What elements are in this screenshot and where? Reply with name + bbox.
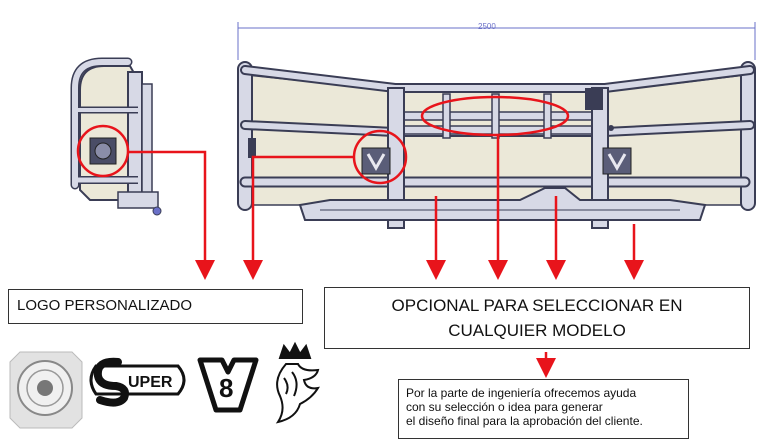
dimension-label: 2500 xyxy=(478,22,496,31)
callout-arrows xyxy=(128,135,644,378)
round-badge-emblem-icon xyxy=(9,351,83,429)
note-line-1: Por la parte de ingeniería ofrecemos ayu… xyxy=(406,386,637,400)
note-line-2: con su selección o idea para generar xyxy=(406,400,603,414)
optional-model-box: OPCIONAL PARA SELECCIONAR EN CUALQUIER M… xyxy=(324,287,750,349)
v8-logo-icon: 8 xyxy=(197,357,259,413)
optional-label-line-2: CUALQUIER MODELO xyxy=(448,321,626,340)
highlight-ellipses xyxy=(76,95,570,185)
dimension-line xyxy=(237,22,756,60)
super-logo-icon: UPER xyxy=(89,357,186,407)
bumper-front-view xyxy=(237,61,756,229)
note-line-3: el diseño final para la aprobación del c… xyxy=(406,414,643,428)
v8-logo-text: 8 xyxy=(219,373,233,403)
logo-personalizado-box: LOGO PERSONALIZADO xyxy=(8,289,303,324)
engineering-note-box: Por la parte de ingeniería ofrecemos ayu… xyxy=(398,379,689,439)
crowned-griffin-icon xyxy=(275,341,320,424)
optional-label-line-1: OPCIONAL PARA SELECCIONAR EN xyxy=(391,296,683,315)
logo-personalizado-label: LOGO PERSONALIZADO xyxy=(17,297,193,314)
bumper-side-view xyxy=(70,57,162,216)
super-logo-text: UPER xyxy=(128,374,173,391)
